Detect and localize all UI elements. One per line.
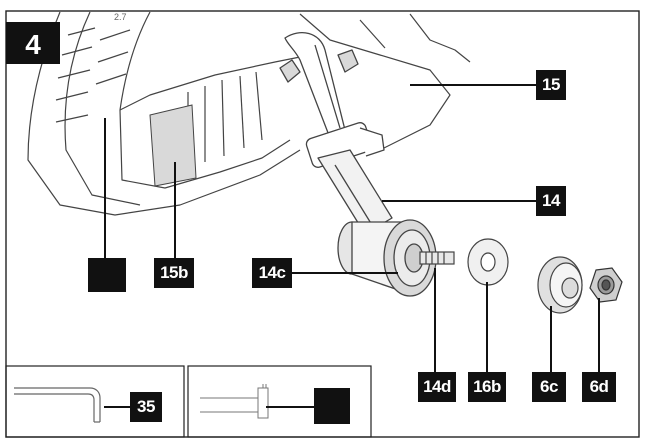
figure-number: 4 <box>25 29 41 60</box>
leader-15 <box>410 84 536 86</box>
leader-inset-blank <box>266 406 314 408</box>
gear-hub-14c <box>337 219 437 297</box>
bracket-15b-shape <box>149 104 197 187</box>
hex-key-35 <box>14 387 101 423</box>
callout-15: 15 <box>536 70 566 100</box>
callout-blank-inset <box>314 388 350 424</box>
leader-6d <box>598 298 600 372</box>
washer-16b <box>467 238 509 286</box>
leader-14d <box>434 268 436 372</box>
motor-arm <box>279 32 393 235</box>
leader-16b <box>486 282 488 372</box>
corner-mark: 2.7 <box>114 12 127 22</box>
callout-blank-main <box>88 258 126 292</box>
callout-14d: 14d <box>418 372 456 402</box>
leader-15b <box>174 162 176 258</box>
shaft-14d <box>419 251 455 265</box>
callout-6c: 6c <box>532 372 566 402</box>
inset-tool <box>200 384 269 419</box>
cup-6c <box>537 256 583 314</box>
callout-6d: 6d <box>582 372 616 402</box>
inset-left-frame <box>5 365 185 438</box>
figure-number-badge <box>6 22 60 64</box>
leader-14 <box>382 200 536 202</box>
callout-35: 35 <box>130 392 162 422</box>
callout-14: 14 <box>536 186 566 216</box>
leader-35 <box>104 406 130 408</box>
inset-right-frame <box>187 365 372 438</box>
callout-14c: 14c <box>252 258 292 288</box>
callout-16b: 16b <box>468 372 506 402</box>
leader-14c <box>290 272 398 274</box>
leader-6c <box>550 306 552 372</box>
mower-housing <box>27 11 471 216</box>
callout-15b: 15b <box>154 258 194 288</box>
nut-6d <box>589 267 623 303</box>
leader-blank <box>104 118 106 258</box>
